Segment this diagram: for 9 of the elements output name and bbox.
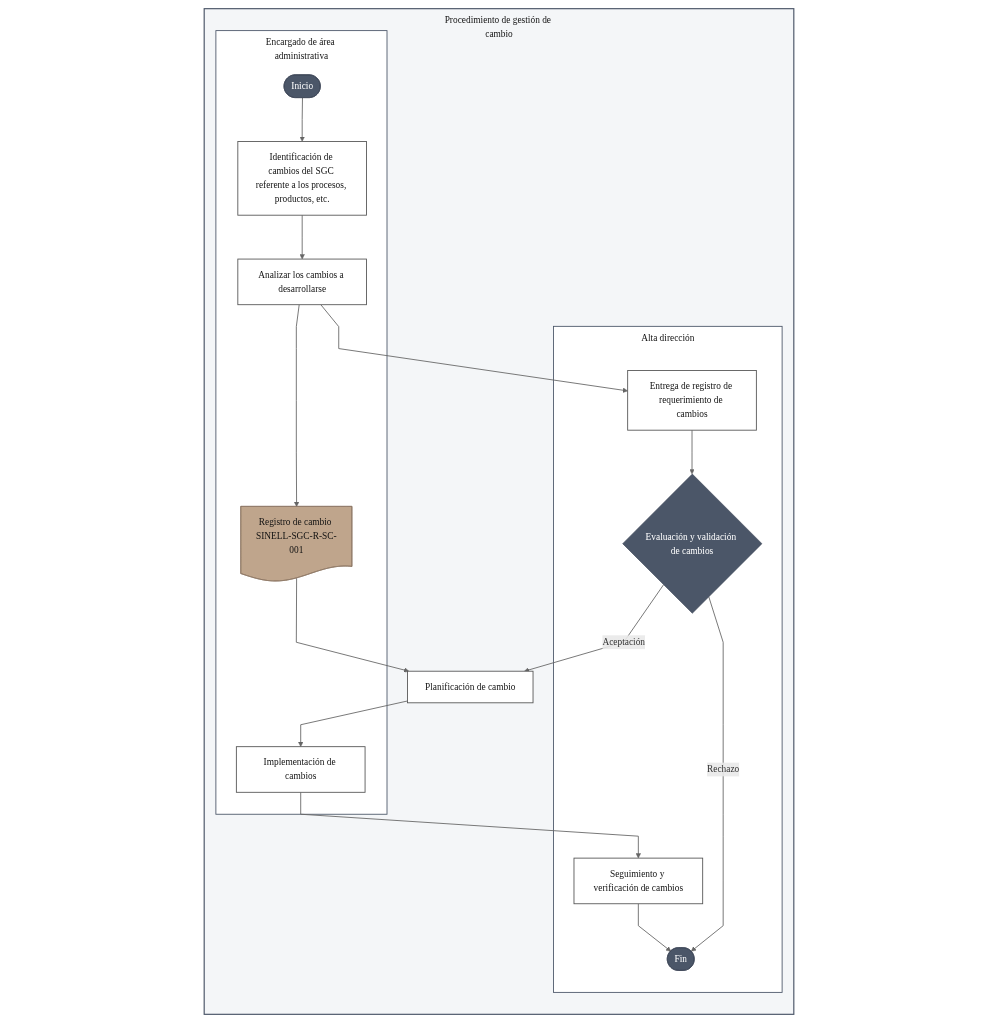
node-box: Analizar los cambios a desarrollarse xyxy=(236,258,367,306)
node-box: Identificación de cambios del SGC referente a los procesos, productos, etc. xyxy=(236,141,367,216)
node-box: Seguimiento y verificación de cambios xyxy=(573,857,703,905)
edge-label: Aceptación xyxy=(601,636,645,647)
node-box: Entrega de registro de requerimiento de cambios xyxy=(626,370,757,431)
node-box: Planificación de cambio xyxy=(406,670,533,704)
edge-label: Rechazo xyxy=(706,764,739,775)
node-diamond: Evaluación y validación de cambios xyxy=(621,473,762,614)
node-box: Implementación de cambios xyxy=(235,746,365,793)
